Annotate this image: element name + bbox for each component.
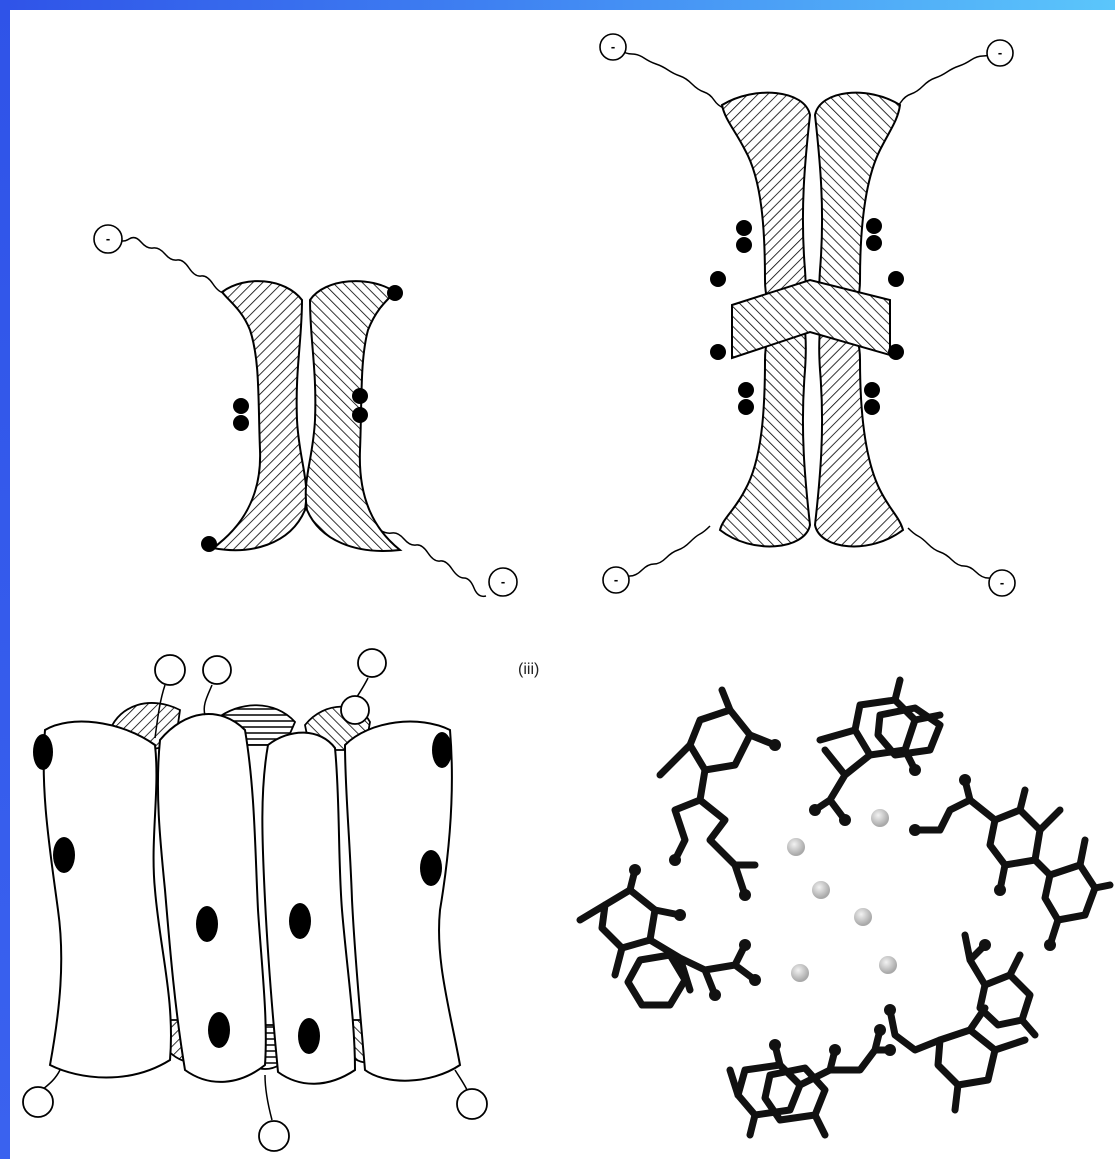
channel-bead xyxy=(196,906,218,942)
stick-ring xyxy=(628,955,685,1005)
tetramer-tail xyxy=(620,50,724,108)
tetramer-bead xyxy=(866,218,882,234)
left-accent-bar xyxy=(0,0,10,1159)
stick-end-bead xyxy=(829,1044,841,1056)
charge-sign: - xyxy=(501,574,505,589)
ion-sphere xyxy=(787,838,805,856)
stick-end-bead xyxy=(709,989,721,1001)
dimer-bead xyxy=(352,388,368,404)
open-circle xyxy=(203,656,231,684)
open-circle xyxy=(457,1089,487,1119)
dimer-monomer-left xyxy=(213,281,306,550)
tetramer-bead xyxy=(736,220,752,236)
ion-sphere xyxy=(879,956,897,974)
molecular-stick-model xyxy=(580,680,1110,1135)
stick-end-bead xyxy=(629,864,641,876)
stick-end-bead xyxy=(769,739,781,751)
top-accent-bar xyxy=(0,0,1115,10)
charge-sign: - xyxy=(998,45,1002,60)
tetramer-bead xyxy=(888,271,904,287)
tetramer-bead xyxy=(888,344,904,360)
channel-bead xyxy=(53,837,75,873)
channel-bead xyxy=(208,1012,230,1048)
stick-end-bead xyxy=(739,889,751,901)
stick-end-bead xyxy=(909,824,921,836)
open-circle xyxy=(341,696,369,724)
stick-end-bead xyxy=(1044,939,1056,951)
stick-end-bead xyxy=(994,884,1006,896)
dimer-tail-upper xyxy=(105,237,237,303)
dimer-bead xyxy=(201,536,217,552)
dimer-bead xyxy=(387,285,403,301)
tetramer-tail xyxy=(618,526,710,580)
dimer-bead xyxy=(233,415,249,431)
stick-end-bead xyxy=(884,1044,896,1056)
tetramer-bead xyxy=(864,399,880,415)
ion-spheres xyxy=(787,809,897,982)
open-circle xyxy=(155,655,185,685)
open-circle xyxy=(23,1087,53,1117)
channel-bead xyxy=(289,903,311,939)
stick-end-bead xyxy=(884,1004,896,1016)
stick-bond xyxy=(730,1030,890,1135)
dimer-tail-lower xyxy=(380,530,486,596)
charge-sign: - xyxy=(614,572,618,587)
stick-end-bead xyxy=(979,939,991,951)
stick-ring xyxy=(690,710,750,770)
panel-label: (iii) xyxy=(518,661,539,678)
figure-svg: - - xyxy=(10,10,1115,1159)
tetramer-bead xyxy=(738,399,754,415)
tetramer-bead xyxy=(736,237,752,253)
tetramer-bead xyxy=(710,271,726,287)
tetramer-bead xyxy=(866,235,882,251)
channel-cartoon xyxy=(23,649,487,1151)
tether xyxy=(204,685,212,715)
tether xyxy=(42,1070,60,1090)
stick-end-bead xyxy=(669,854,681,866)
stick-end-bead xyxy=(749,974,761,986)
stick-end-bead xyxy=(769,1039,781,1051)
charge-sign: - xyxy=(1000,575,1004,590)
stick-end-bead xyxy=(809,804,821,816)
stick-end-bead xyxy=(674,909,686,921)
stick-end-bead xyxy=(874,1024,886,1036)
tetramer-tail xyxy=(891,52,995,110)
open-circle xyxy=(259,1121,289,1151)
stick-caps xyxy=(629,739,1056,1056)
ion-sphere xyxy=(871,809,889,827)
stick-end-bead xyxy=(839,814,851,826)
channel-subunit xyxy=(44,722,171,1078)
dimer-bead xyxy=(352,407,368,423)
tetramer-center-block xyxy=(732,280,890,358)
ion-sphere xyxy=(791,964,809,982)
channel-bead xyxy=(33,734,53,770)
tetramer-diagram: - - - - xyxy=(600,34,1015,596)
channel-bead xyxy=(432,732,452,768)
channel-bead xyxy=(420,850,442,886)
tetramer-bead xyxy=(710,344,726,360)
charge-sign: - xyxy=(611,39,615,54)
charge-sign: - xyxy=(106,231,110,246)
tetramer-tail xyxy=(908,528,1000,582)
tetramer-bead xyxy=(738,382,754,398)
ion-sphere xyxy=(812,881,830,899)
tether xyxy=(265,1075,272,1120)
stick-ring xyxy=(938,1030,995,1085)
tether xyxy=(455,1070,468,1092)
channel-bead xyxy=(298,1018,320,1054)
open-circle xyxy=(358,649,386,677)
stick-end-bead xyxy=(739,939,751,951)
dimer-diagram: - - xyxy=(94,225,517,596)
stick-end-bead xyxy=(959,774,971,786)
figure-canvas: - - xyxy=(10,10,1115,1159)
channel-subunit xyxy=(345,722,460,1081)
tetramer-bead xyxy=(864,382,880,398)
stick-end-bead xyxy=(909,764,921,776)
ion-sphere xyxy=(854,908,872,926)
dimer-bead xyxy=(233,398,249,414)
